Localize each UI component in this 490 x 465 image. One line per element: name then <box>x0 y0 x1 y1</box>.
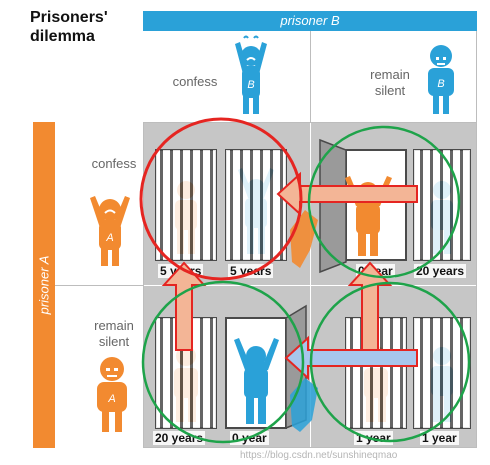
jail-b-bottom-left <box>225 304 318 432</box>
prisoner-a-silent-figure: A <box>97 357 127 432</box>
col-header-remain-silent: remain silent <box>370 67 410 98</box>
green-circle-bottom-right <box>309 281 471 443</box>
jail-a-top-left <box>155 149 217 261</box>
arrow-left-bottom <box>284 335 418 381</box>
jail-b-top-left <box>225 149 287 261</box>
jail-b-top-right <box>413 149 471 261</box>
watermark: https://blog.csdn.net/sunshineqmao <box>240 450 398 461</box>
nash-equilibrium-circle <box>139 117 303 281</box>
row-header-confess: confess <box>91 156 137 171</box>
prisoner-a-banner: prisoner A <box>33 122 55 448</box>
prisoner-a-confess-figure: A <box>90 196 130 266</box>
jail-b-bottom-right <box>413 317 471 429</box>
diagram-title: Prisoners' dilemma <box>30 9 108 45</box>
outcome-b-silent-silent: 1 year <box>420 431 459 445</box>
row-header-remain-silent: remain silent <box>94 318 134 349</box>
prisoner-b-confess-figure: B <box>235 35 267 114</box>
green-circle-top-right <box>307 125 461 279</box>
header-divider <box>310 31 311 122</box>
green-circle-bottom-left <box>141 280 305 444</box>
figure-letter: B <box>247 79 254 91</box>
outcome-b-confess-silent: 20 years <box>414 264 467 278</box>
svg-text:A: A <box>105 232 113 244</box>
header-right-border <box>476 31 477 122</box>
payoff-grid-frame <box>143 122 477 448</box>
jail-a-top-right <box>290 138 407 274</box>
svg-text:A: A <box>107 393 115 405</box>
prisoner-b-banner: prisoner B <box>143 11 477 31</box>
svg-text:B: B <box>437 78 444 90</box>
prisoner-b-silent-figure: B <box>428 45 454 114</box>
col-header-confess: confess <box>172 74 218 89</box>
row-header-divider <box>55 285 143 286</box>
